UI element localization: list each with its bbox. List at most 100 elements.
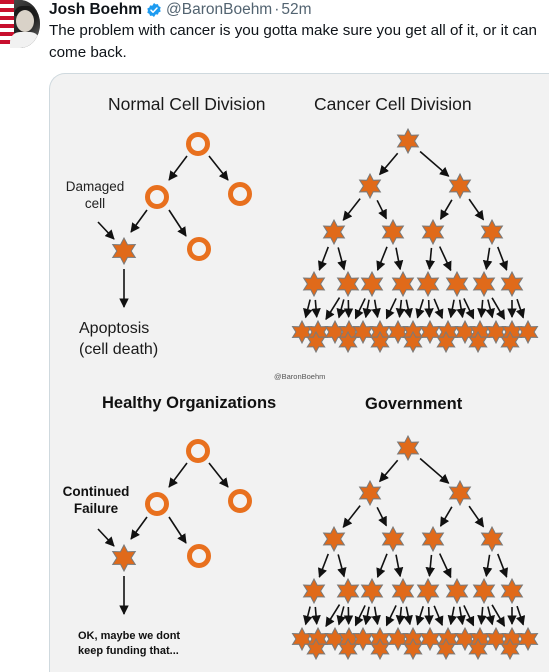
division-arrow	[168, 462, 188, 488]
division-arrow	[433, 298, 444, 320]
verified-badge-icon	[146, 2, 162, 18]
cancer-cell	[416, 270, 440, 298]
division-arrow	[482, 247, 493, 271]
cancer-cell	[370, 637, 390, 661]
cancer-cell	[480, 218, 504, 246]
division-arrow	[208, 462, 229, 488]
division-arrow	[342, 505, 361, 528]
division-arrow	[415, 299, 425, 319]
division-arrow	[415, 606, 425, 626]
avatar[interactable]	[0, 0, 40, 48]
division-arrow	[336, 606, 346, 626]
cancer-cell	[448, 479, 472, 507]
division-arrow	[485, 299, 495, 319]
division-arrow	[303, 606, 313, 626]
cancer-cell	[338, 330, 358, 354]
division-arrow	[419, 150, 450, 177]
tweet-text: The problem with cancer is you gotta mak…	[49, 22, 537, 61]
division-arrow	[318, 246, 330, 271]
apoptosis-label-line1: Apoptosis	[79, 320, 150, 337]
timestamp[interactable]: 52m	[281, 1, 312, 18]
cancer-cell	[396, 127, 420, 155]
normal-cell-child	[228, 182, 252, 206]
division-arrow	[438, 246, 452, 272]
division-arrow	[515, 605, 526, 626]
division-arrow	[456, 606, 466, 626]
cancer-cell-division-title: Cancer Cell Division	[314, 94, 472, 114]
cancer-cell	[387, 626, 409, 652]
division-arrow	[403, 299, 413, 319]
division-arrow	[362, 299, 373, 319]
division-arrow	[168, 209, 187, 237]
cancer-cell	[381, 218, 405, 246]
cancer-cell	[352, 626, 374, 652]
division-arrow	[468, 198, 485, 221]
normal-cell-child	[145, 185, 169, 209]
division-arrow	[463, 605, 475, 627]
division-arrow	[419, 457, 450, 484]
label-pointer-arrow	[97, 221, 115, 240]
cancer-cell	[352, 319, 374, 345]
cell-division-diagram	[97, 127, 539, 661]
division-arrow	[433, 605, 444, 627]
cancer-cell	[387, 319, 409, 345]
cancer-cell	[421, 218, 445, 246]
cancer-cell	[421, 525, 445, 553]
cancer-cell	[396, 434, 420, 462]
division-arrow	[325, 604, 341, 628]
cancer-cell	[448, 172, 472, 200]
damaged-cell-label: Damaged cell	[65, 179, 125, 211]
cancer-cell	[358, 479, 382, 507]
display-name[interactable]: Josh Boehm	[49, 1, 143, 18]
division-arrow	[425, 554, 436, 578]
normal-cell-grandchild	[187, 544, 211, 568]
division-arrow	[318, 553, 330, 578]
division-arrow	[447, 606, 458, 626]
division-arrow	[311, 606, 321, 626]
division-arrow	[130, 209, 148, 233]
cancer-cell	[500, 330, 520, 354]
tweet-header: Josh Boehm @BaronBoehm · 52m The problem…	[0, 0, 549, 76]
division-arrow	[325, 297, 341, 321]
tweet-image[interactable]: Normal Cell Division Cancer Cell Divisio…	[49, 73, 549, 672]
cancer-cell	[338, 637, 358, 661]
division-arrow	[168, 516, 187, 544]
image-credit: @BaronBoehm	[274, 372, 326, 381]
author-handle[interactable]: @BaronBoehm	[166, 1, 273, 18]
cancer-cell	[336, 577, 360, 605]
normal-cell-parent	[186, 132, 210, 156]
division-arrow	[393, 247, 404, 271]
cancer-cell	[468, 637, 488, 661]
cancer-cell	[500, 577, 524, 605]
cancer-cell	[391, 577, 415, 605]
cancer-cell	[302, 270, 326, 298]
failure-label-line1: Continued	[62, 484, 130, 499]
division-arrow	[303, 299, 313, 319]
separator-dot: ·	[274, 1, 280, 18]
government-title: Government	[365, 395, 463, 413]
division-arrow	[354, 298, 366, 320]
normal-cell-child	[145, 492, 169, 516]
division-arrow	[337, 554, 347, 578]
division-arrow	[379, 459, 399, 483]
division-arrow	[337, 247, 347, 271]
division-arrow	[403, 606, 413, 626]
division-arrow	[456, 299, 466, 319]
division-arrow	[477, 606, 487, 626]
division-arrow	[342, 198, 361, 221]
cancer-cell	[306, 330, 326, 354]
division-arrow	[371, 299, 381, 319]
division-arrow	[130, 516, 148, 540]
division-arrow	[336, 299, 346, 319]
division-arrow	[491, 297, 506, 320]
cancer-cell	[500, 270, 524, 298]
division-arrow	[477, 299, 487, 319]
division-arrow	[376, 553, 388, 578]
division-arrow	[354, 605, 366, 627]
normal-cell-grandchild	[187, 237, 211, 261]
division-arrow	[496, 246, 508, 271]
apoptosis-label: Apoptosis (cell death)	[79, 318, 158, 360]
cancer-cell	[358, 172, 382, 200]
failure-label-line2: Failure	[73, 501, 119, 516]
division-arrow	[385, 298, 397, 320]
